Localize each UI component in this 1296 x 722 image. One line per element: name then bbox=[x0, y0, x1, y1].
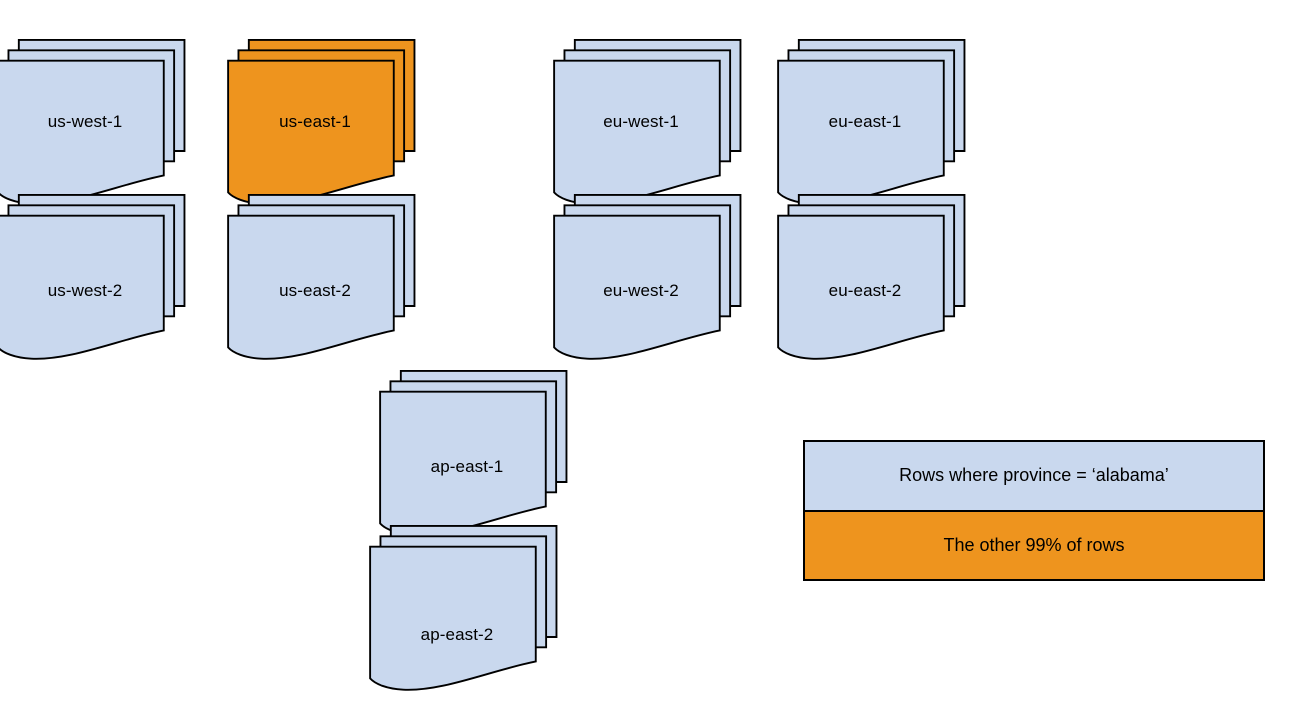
shard-stack-us-west-1[interactable]: us-west-1 bbox=[0, 39, 196, 205]
shard-stack-us-east-1[interactable]: us-east-1 bbox=[226, 39, 426, 205]
legend-item-label: Rows where province = ‘alabama’ bbox=[899, 465, 1169, 486]
legend-item-alabama-rows: Rows where province = ‘alabama’ bbox=[805, 442, 1263, 512]
shard-stack-eu-west-1[interactable]: eu-west-1 bbox=[552, 39, 752, 205]
shard-stack-eu-east-1[interactable]: eu-east-1 bbox=[776, 39, 976, 205]
legend-item-other-rows: The other 99% of rows bbox=[805, 511, 1263, 579]
shard-sheet-front bbox=[227, 214, 395, 360]
shard-stack-ap-east-2[interactable]: ap-east-2 bbox=[368, 525, 568, 691]
shard-sheet-front bbox=[0, 214, 165, 360]
shard-stack-eu-west-2[interactable]: eu-west-2 bbox=[552, 194, 752, 360]
shard-stack-eu-east-2[interactable]: eu-east-2 bbox=[776, 194, 976, 360]
shard-sheet-front bbox=[227, 59, 395, 205]
shard-sheet-front bbox=[553, 214, 721, 360]
shard-stack-us-west-2[interactable]: us-west-2 bbox=[0, 194, 196, 360]
legend-item-label: The other 99% of rows bbox=[943, 534, 1125, 555]
shard-sheet-front bbox=[777, 214, 945, 360]
shard-sheet-front bbox=[777, 59, 945, 205]
shard-stack-ap-east-1[interactable]: ap-east-1 bbox=[378, 370, 578, 536]
shard-sheet-front bbox=[0, 59, 165, 205]
shard-stack-us-east-2[interactable]: us-east-2 bbox=[226, 194, 426, 360]
shard-sheet-front bbox=[369, 545, 537, 691]
legend: Rows where province = ‘alabama’ The othe… bbox=[803, 440, 1265, 581]
shard-sheet-front bbox=[379, 390, 547, 536]
shard-sheet-front bbox=[553, 59, 721, 205]
